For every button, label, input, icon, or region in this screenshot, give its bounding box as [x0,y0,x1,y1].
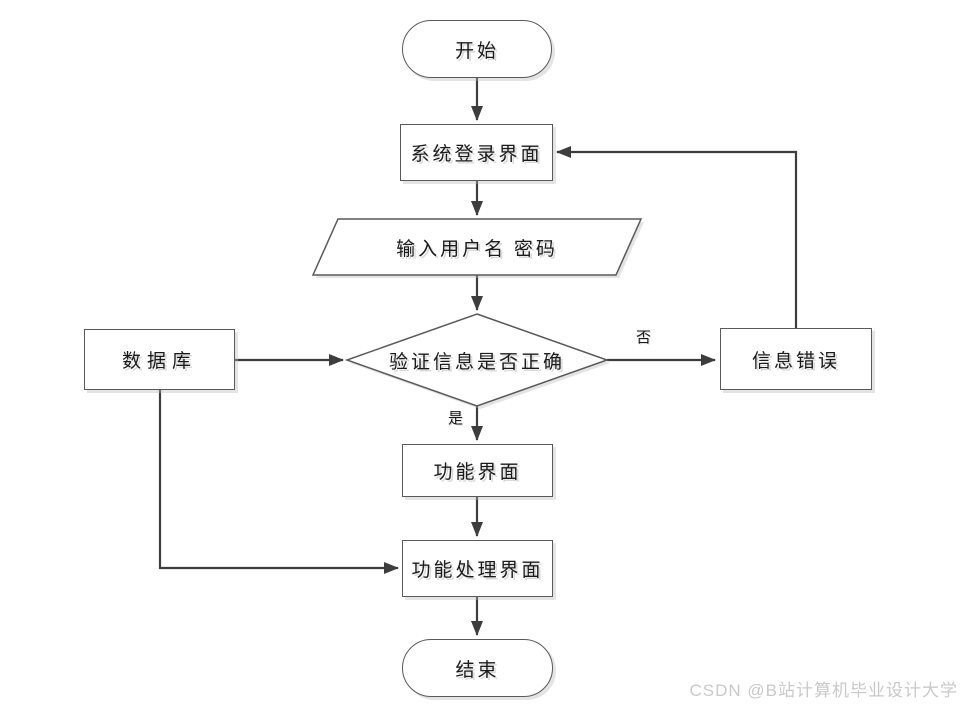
edge-database-to-process [158,390,399,574]
watermark: CSDN @B站计算机毕业设计大学 [689,681,958,700]
edge-error-to-login [556,146,798,328]
input-parallelogram [311,218,643,276]
edge-label-no: 否 [636,330,652,346]
node-login-label: 系统登录界面 [410,144,543,165]
node-end-label: 结束 [455,659,500,681]
node-function: 功能界面 [402,444,553,497]
edge-label-yes: 是 [448,411,464,427]
node-error: 信息错误 [720,328,872,390]
node-function-label: 功能界面 [433,462,522,483]
node-end: 结束 [402,639,553,697]
node-login: 系统登录界面 [400,124,553,181]
node-start: 开始 [402,20,552,78]
node-process-label: 功能处理界面 [411,560,544,581]
node-start-label: 开始 [454,40,499,62]
node-database-label: 数据库 [121,351,197,372]
node-process: 功能处理界面 [402,540,553,597]
node-error-label: 信息错误 [751,350,840,372]
node-database: 数据库 [84,329,235,390]
decision-diamond [344,313,610,407]
